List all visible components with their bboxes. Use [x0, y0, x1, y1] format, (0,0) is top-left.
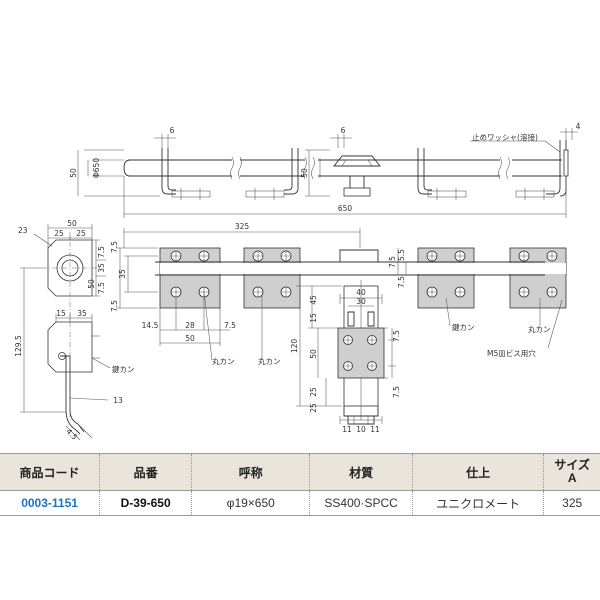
side-dim-25a: 25: [54, 229, 64, 238]
front-dim-28: 28: [185, 321, 195, 330]
table-row: 0003-1151 D-39-650 φ19×650 SS400·SPCC ユニ…: [0, 490, 600, 516]
side-dim-25b: 25: [76, 229, 86, 238]
front-dim-7-5c: 7.5: [388, 256, 397, 268]
header-material: 材質: [309, 453, 413, 491]
side-dim-7-5b: 7.5: [97, 282, 106, 294]
side-dim-35b: 35: [77, 309, 87, 318]
technical-drawing: 6 6 4 50 50 Φ650 650 止めワッシャ(溶接) 325: [14, 122, 581, 442]
size-a-cell: 325: [543, 490, 600, 516]
top-dim-6b: 6: [341, 126, 346, 135]
header-size-a: サイズ A: [543, 453, 600, 491]
keeper-dim-10: 10: [356, 425, 366, 434]
phi-symbol: Φ: [92, 172, 101, 178]
nominal-cell: φ19×650: [191, 490, 310, 516]
side-view: 50 25 25 23 50 35 7.5 7.5 15 35 129.5 13…: [14, 219, 135, 442]
header-product-code: 商品コード: [0, 453, 100, 491]
front-dim-7-5d: 7.5: [397, 276, 406, 288]
side-dim-50b: 50: [87, 279, 96, 289]
keeper-dim-25a: 25: [309, 387, 318, 397]
side-dim-129-5: 129.5: [14, 335, 23, 357]
part-number-cell: D-39-650: [99, 490, 192, 516]
top-dim-phi19: Φ650: [92, 158, 101, 178]
front-dim-14-5: 14.5: [142, 321, 159, 330]
phi-value: 650: [92, 158, 101, 173]
callout-screw-hole: M5皿ビス用穴: [487, 348, 536, 358]
keeper-dim-45: 45: [309, 295, 318, 305]
keeper-dim-30: 30: [356, 297, 366, 306]
keeper-dim-7-5a: 7.5: [392, 330, 401, 342]
keeper-dim-11a: 11: [342, 425, 352, 434]
callout-ring-1: 丸カン: [212, 356, 235, 366]
spec-table-header: 商品コード 品番 呼称 材質 仕上 サイズ A: [0, 453, 600, 491]
header-part-number: 品番: [99, 453, 192, 491]
washer-note: 止めワッシャ(溶接): [472, 132, 538, 142]
keeper-view: 40 30 45 15 120 50 25 25 7.5 7.5 11 10 1…: [290, 280, 401, 434]
front-dim-325: 325: [235, 222, 250, 231]
front-dim-35: 35: [118, 269, 127, 279]
front-dim-7-5e: 7.5: [224, 321, 236, 330]
material-cell: SS400·SPCC: [309, 490, 413, 516]
keeper-dim-25b: 25: [309, 403, 318, 413]
side-dim-35: 35: [97, 263, 106, 273]
front-view: 325 7.5 7.5 35 7.5: [110, 222, 567, 366]
top-dim-6a: 6: [170, 126, 175, 135]
callout-ring-3: 丸カン: [528, 324, 551, 334]
spec-table: 商品コード 品番 呼称 材質 仕上 サイズ A 0003-1151 D-39-6…: [0, 453, 600, 516]
top-dim-650: 650: [338, 204, 353, 213]
header-nominal: 呼称: [191, 453, 310, 491]
finish-cell: ユニクロメート: [411, 490, 544, 516]
keeper-dim-50: 50: [309, 349, 318, 359]
side-dim-7-5a: 7.5: [97, 246, 106, 258]
callout-ring-2: 丸カン: [258, 356, 281, 366]
header-finish: 仕上: [411, 453, 544, 491]
top-dim-4: 4: [576, 122, 581, 131]
side-dim-23: 23: [18, 226, 28, 235]
front-dim-5-5: 5.5: [397, 249, 406, 261]
side-callout-key-ring: 鍵カン: [112, 364, 135, 374]
keeper-dim-15: 15: [309, 313, 318, 323]
side-dim-15: 15: [56, 309, 66, 318]
front-dim-7-5b: 7.5: [110, 300, 119, 312]
product-code-link[interactable]: 0003-1151: [0, 490, 100, 516]
side-dim-13: 13: [113, 396, 123, 405]
callout-key-ring: 鍵カン: [452, 322, 475, 332]
keeper-dim-120: 120: [290, 339, 299, 354]
front-dim-50: 50: [185, 334, 195, 343]
side-dim-50: 50: [67, 219, 77, 228]
top-view: 6 6 4 50 50 Φ650 650 止めワッシャ(溶接): [69, 122, 581, 218]
keeper-dim-7-5b: 7.5: [392, 386, 401, 398]
keeper-dim-40: 40: [356, 288, 366, 297]
keeper-dim-11b: 11: [370, 425, 380, 434]
top-dim-50: 50: [69, 168, 78, 178]
top-dim-50b: 50: [300, 168, 309, 178]
front-dim-7-5a: 7.5: [110, 241, 119, 253]
side-dim-4-5: 4.5: [64, 427, 79, 442]
